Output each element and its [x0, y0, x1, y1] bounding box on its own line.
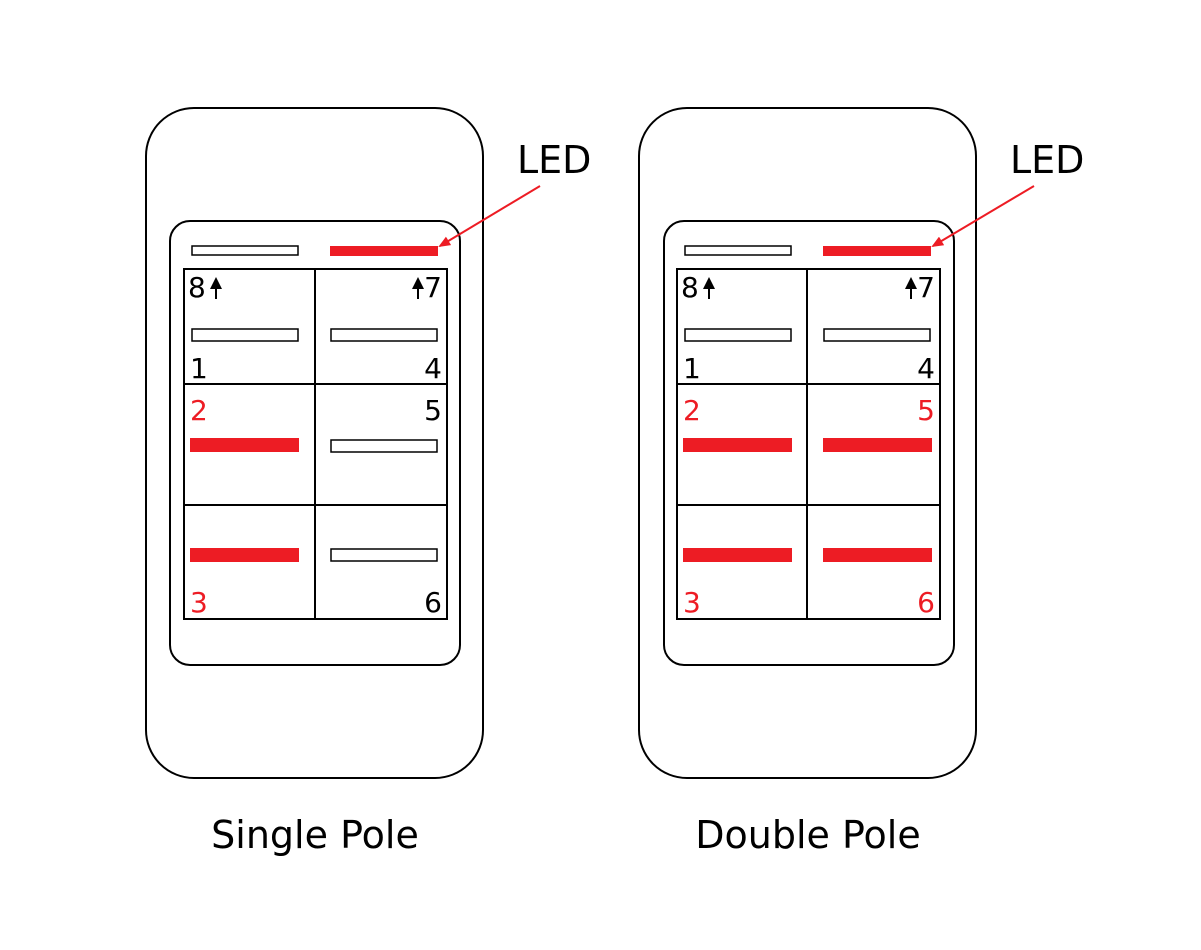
- terminal-5: 5: [917, 394, 935, 427]
- up-arrow-icon: [905, 277, 917, 299]
- contact-bar-5: [823, 438, 932, 452]
- terminal-grid: [676, 268, 941, 620]
- contact-bar-6: [330, 548, 438, 562]
- terminal-1: 1: [683, 352, 701, 385]
- top-lamp-left: [684, 245, 792, 256]
- led-indicator: [823, 246, 931, 256]
- contact-bar-1: [191, 328, 299, 342]
- contact-bar-6: [823, 548, 932, 562]
- contact-bar-4: [330, 328, 438, 342]
- contact-bar-3: [190, 548, 299, 562]
- terminal-2: 2: [190, 394, 208, 427]
- terminal-4: 4: [424, 352, 442, 385]
- led-indicator: [330, 246, 438, 256]
- contact-bar-2: [190, 438, 299, 452]
- led-callout-arrow: [438, 185, 541, 248]
- up-arrow-icon: [210, 277, 222, 299]
- terminal-6: 6: [917, 586, 935, 619]
- contact-bar-1: [684, 328, 792, 342]
- terminal-2: 2: [683, 394, 701, 427]
- led-callout-arrow: [931, 185, 1035, 248]
- terminal-4: 4: [917, 352, 935, 385]
- terminal-3: 3: [683, 586, 701, 619]
- up-arrow-icon: [412, 277, 424, 299]
- lamp-terminal-8: 8: [681, 271, 699, 304]
- terminal-3: 3: [190, 586, 208, 619]
- caption-double-pole: Double Pole: [695, 813, 920, 857]
- top-lamp-left: [191, 245, 299, 256]
- terminal-1: 1: [190, 352, 208, 385]
- contact-bar-4: [823, 328, 931, 342]
- contact-bar-5: [330, 439, 438, 453]
- lamp-terminal-7: 7: [424, 271, 442, 304]
- up-arrow-icon: [703, 277, 715, 299]
- contact-bar-3: [683, 548, 792, 562]
- led-label: LED: [1010, 138, 1084, 182]
- terminal-5: 5: [424, 394, 442, 427]
- outer-housing: [145, 107, 484, 779]
- lamp-terminal-8: 8: [188, 271, 206, 304]
- led-label: LED: [517, 138, 591, 182]
- double-pole-switch: 8 7 1 4 2 5 3 6 LED Double Pole: [638, 107, 1084, 857]
- terminal-6: 6: [424, 586, 442, 619]
- inner-panel: [663, 220, 955, 666]
- contact-bar-2: [683, 438, 792, 452]
- caption-single-pole: Single Pole: [211, 813, 419, 857]
- single-pole-switch: 8 7 1 4 2 5 3 6 LED Single Pole: [145, 107, 591, 857]
- outer-housing: [638, 107, 977, 779]
- lamp-terminal-7: 7: [917, 271, 935, 304]
- inner-panel: [169, 220, 461, 666]
